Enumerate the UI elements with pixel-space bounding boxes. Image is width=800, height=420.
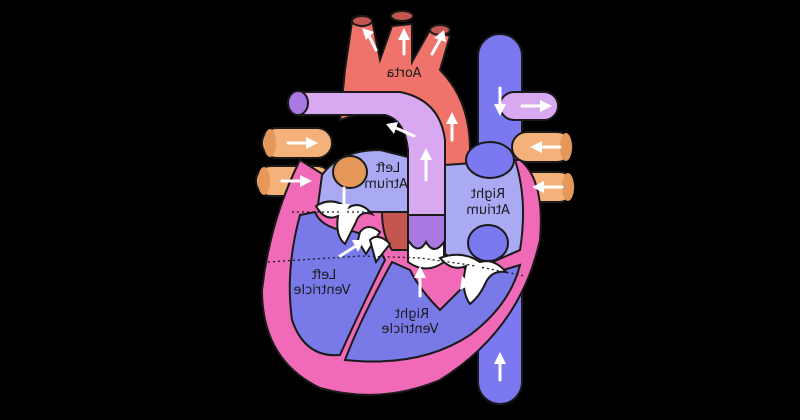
aortic-valve bbox=[356, 226, 392, 265]
label-aorta: Aorta bbox=[386, 66, 421, 81]
left-ventricle-label-line2: Ventricle bbox=[294, 283, 351, 298]
right-ventricle-label-line2: Ventricle bbox=[382, 322, 439, 337]
left-ventricle-label-line1: Left bbox=[312, 268, 336, 283]
right-atrium bbox=[436, 141, 525, 274]
chamber-dividers bbox=[267, 211, 526, 277]
left-atrium-label-line1: Left bbox=[376, 161, 400, 176]
label-left-atrium: Left Atrium bbox=[364, 161, 408, 192]
label-right-atrium: Right Atrium bbox=[466, 187, 510, 218]
tricuspid-valve bbox=[438, 253, 509, 306]
right-atrium-label-line1: Right bbox=[471, 187, 505, 202]
right-atrium-label-line2: Atrium bbox=[466, 203, 510, 218]
label-left-ventricle: Left Ventricle bbox=[294, 268, 351, 298]
pulmonary-valve bbox=[407, 236, 445, 270]
right-ventricle-label-line1: Right bbox=[395, 307, 429, 322]
left-atrium-label-line2: Atrium bbox=[364, 177, 408, 192]
aorta-label: Aorta bbox=[386, 66, 421, 81]
flow-arrows bbox=[280, 28, 564, 382]
label-right-ventricle: Right Ventricle bbox=[382, 307, 439, 337]
